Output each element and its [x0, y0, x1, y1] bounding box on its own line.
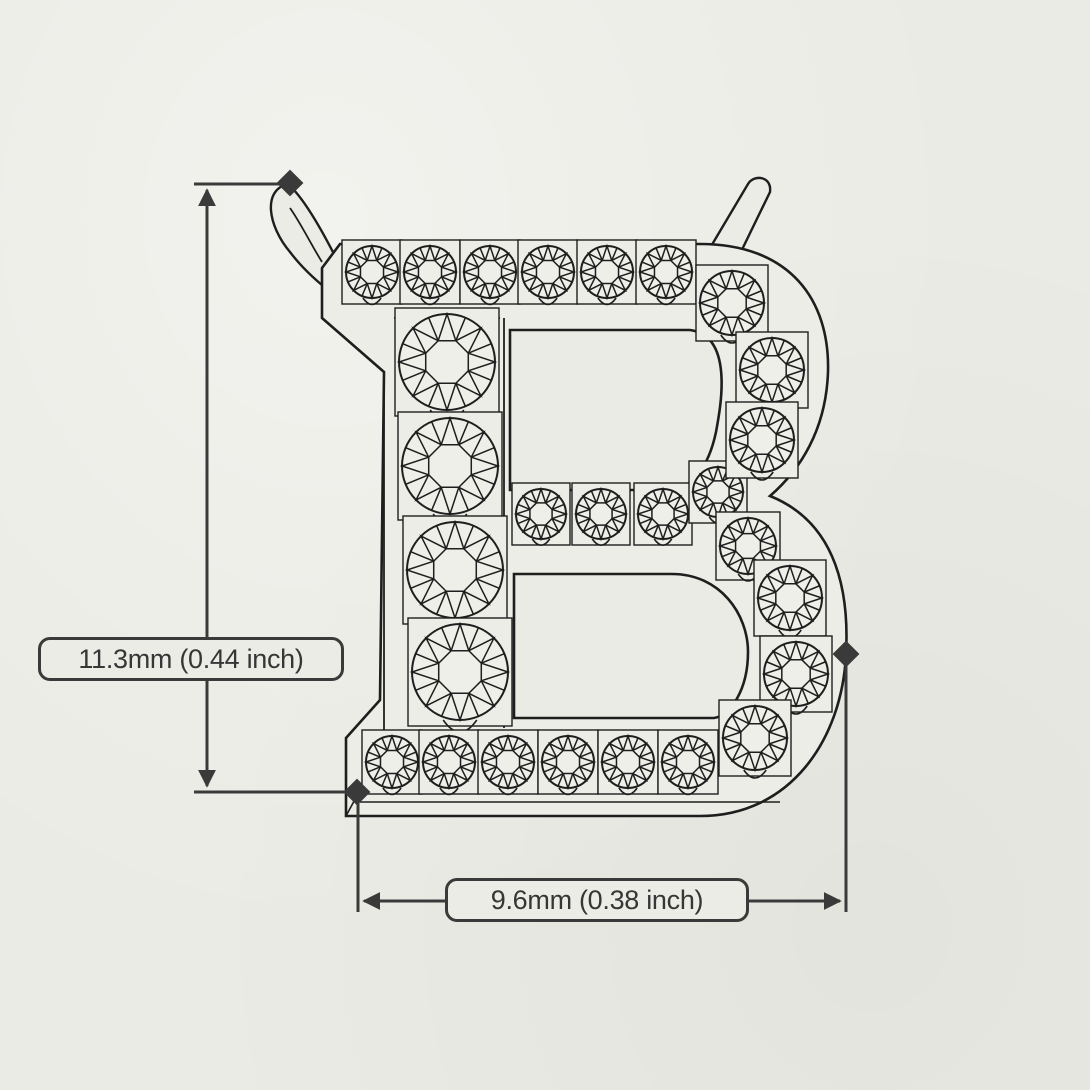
stone-top_row	[399, 239, 461, 306]
stone-upper_bowl	[695, 264, 769, 344]
stone-bottom_row	[418, 729, 480, 796]
width-dimension-label: 9.6mm (0.38 inch)	[445, 878, 749, 922]
stone-top_row	[576, 239, 638, 306]
stone-top_row	[459, 239, 521, 306]
stone-lower_bowl	[753, 559, 827, 639]
stone-left_column	[397, 411, 503, 527]
stone-top_row	[635, 239, 697, 306]
stone-middle_row	[511, 482, 571, 547]
stone-bottom_row	[361, 729, 423, 796]
stone-settings	[341, 239, 833, 796]
stone-left_column	[394, 307, 500, 423]
stone-left_column	[402, 515, 508, 631]
stone-upper_bowl	[725, 401, 799, 481]
stone-bottom_row	[537, 729, 599, 796]
stone-top_row	[517, 239, 579, 306]
stone-lower_bowl	[759, 635, 833, 715]
height-dimension-label: 11.3mm (0.44 inch)	[38, 637, 344, 681]
stone-bottom_row	[477, 729, 539, 796]
stone-bottom_row	[657, 729, 719, 796]
stone-lower_bowl	[718, 699, 792, 779]
stone-middle_row	[633, 482, 693, 547]
right-bail-post	[708, 176, 772, 264]
stone-left_column	[407, 617, 513, 733]
stone-middle_row	[571, 482, 631, 547]
stone-bottom_row	[597, 729, 659, 796]
stone-top_row	[341, 239, 403, 306]
width-dimension	[356, 640, 860, 912]
width-right-marker-icon	[832, 640, 860, 668]
height-top-marker-icon	[276, 169, 304, 197]
stone-upper_bowl	[735, 331, 809, 411]
